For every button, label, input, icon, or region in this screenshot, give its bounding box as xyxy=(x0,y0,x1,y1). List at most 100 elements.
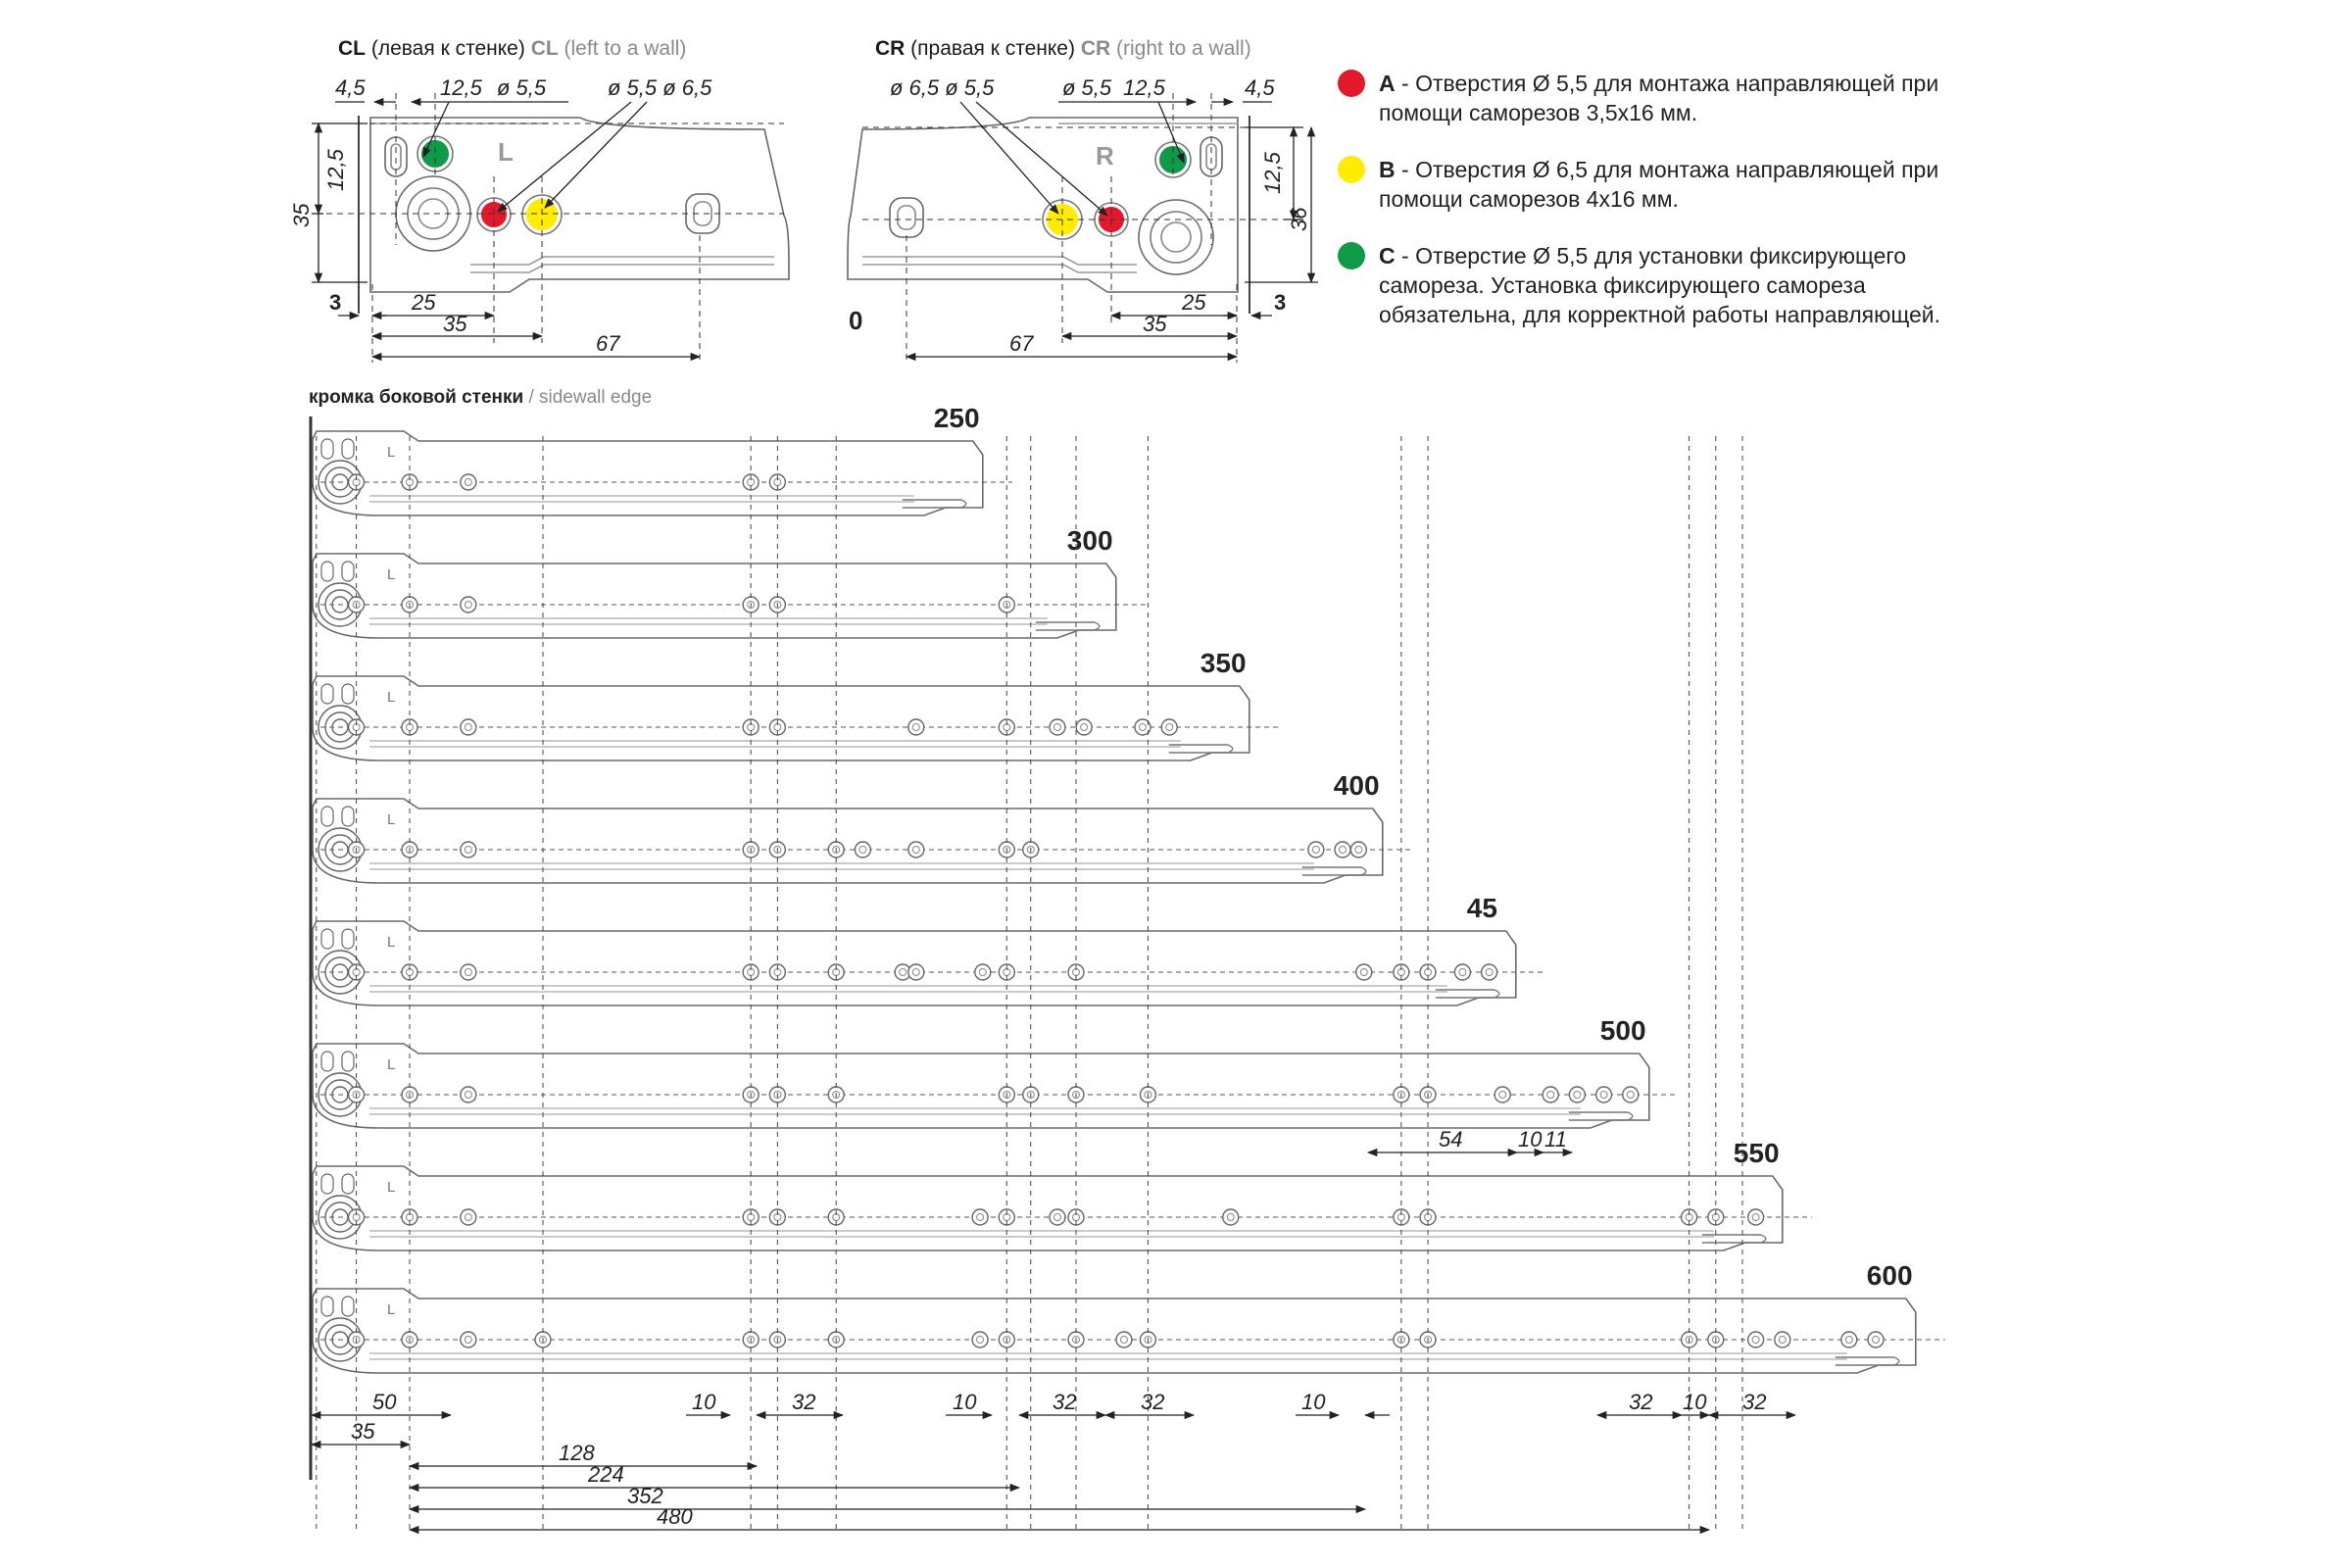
legend-item-a: A - Отверстия Ø 5,5 для монтажа направля… xyxy=(1338,69,1986,127)
rail-outline xyxy=(312,1043,1650,1129)
mount-hole-inner xyxy=(1396,1336,1405,1344)
mount-hole xyxy=(1453,963,1472,981)
mount-hole-inner xyxy=(747,601,756,609)
rail-outline xyxy=(312,675,1250,761)
red-dot-icon xyxy=(1338,70,1365,97)
cr-header-ru: (правая к стенке) xyxy=(905,37,1081,60)
mount-hole xyxy=(1334,841,1351,858)
left-dim-dia-5-5: ø 5,5 xyxy=(497,75,547,100)
rail-end-slot xyxy=(1835,1356,1900,1366)
right-detail-letter: R xyxy=(1096,141,1114,171)
top-slot-hole xyxy=(341,561,355,582)
cl-header: CL (левая к стенке) CL (left to a wall) xyxy=(338,37,686,61)
rail-end-slot xyxy=(902,499,967,509)
mount-hole-inner xyxy=(1003,1336,1011,1344)
dim-352: 352 xyxy=(627,1484,663,1508)
mount-hole-inner xyxy=(1626,1091,1635,1099)
mount-hole xyxy=(1542,1086,1559,1103)
mount-hole-inner xyxy=(976,1336,985,1344)
mount-hole xyxy=(1222,1208,1240,1226)
mount-hole-inner xyxy=(464,1213,472,1221)
top-slot-hole xyxy=(341,928,355,950)
mount-hole-inner xyxy=(1424,1091,1433,1099)
cr-header-en: (right to a wall) xyxy=(1110,37,1251,60)
legend-c-text: - Отверстие Ø 5,5 для установки фиксирую… xyxy=(1379,243,1941,327)
rail-outline xyxy=(312,1288,1917,1374)
rail-450: L 45 xyxy=(312,893,1545,1006)
rail-letter: L xyxy=(387,1179,395,1196)
mount-hole-inner xyxy=(832,1336,841,1344)
mount-hole-inner xyxy=(1053,723,1061,731)
rail-letter: L xyxy=(387,1056,395,1073)
legend-item-b: B - Отверстия Ø 6,5 для монтажа направля… xyxy=(1338,155,1986,214)
mount-hole-inner xyxy=(773,846,782,854)
rail-length-label: 45 xyxy=(1467,893,1497,923)
green-dot-icon xyxy=(1338,242,1365,270)
legend-c-letter: C xyxy=(1379,243,1396,269)
left-dim-12-5-vert: 12,5 xyxy=(323,148,348,191)
rail-length-label: 500 xyxy=(1600,1015,1646,1046)
mount-hole-inner xyxy=(464,478,472,486)
mount-hole-inner xyxy=(406,846,414,854)
mount-hole-inner xyxy=(1226,1213,1235,1221)
rail-length-label: 600 xyxy=(1867,1260,1913,1291)
mount-hole xyxy=(460,841,477,858)
cr-header-code: CR xyxy=(875,37,906,60)
dim-11-500: 11 xyxy=(1544,1127,1567,1152)
mount-hole-inner xyxy=(1003,846,1011,854)
mount-hole xyxy=(460,596,477,613)
mount-hole xyxy=(1049,1208,1066,1226)
mount-hole xyxy=(1594,1086,1613,1103)
mount-hole xyxy=(1075,718,1093,736)
mount-hole-inner xyxy=(1080,723,1089,731)
mount-hole-inner xyxy=(352,1091,361,1099)
mount-hole-inner xyxy=(1119,1336,1128,1344)
mount-hole xyxy=(974,963,992,981)
mount-hole-inner xyxy=(747,1336,756,1344)
rail-500: L 500 xyxy=(312,1015,1679,1129)
dim-50: 50 xyxy=(372,1390,397,1414)
mount-hole-inner xyxy=(352,846,361,854)
top-slot-hole xyxy=(341,1296,355,1317)
rail-end-slot xyxy=(1168,744,1234,754)
dim-10-a: 10 xyxy=(692,1390,716,1414)
rail-groove xyxy=(369,1107,1581,1115)
mount-hole-inner xyxy=(352,601,361,609)
cl-header-code-en: CL xyxy=(530,37,559,60)
cr-header-code-en: CR xyxy=(1080,37,1111,60)
rail-outline xyxy=(312,798,1384,884)
mount-hole xyxy=(1494,1086,1511,1103)
mount-hole xyxy=(460,473,477,491)
rail-letter: L xyxy=(387,811,395,828)
mount-hole-inner xyxy=(1573,1091,1582,1099)
right-dim-12-5-top: 12,5 xyxy=(1123,75,1166,100)
dim-32-c: 32 xyxy=(1141,1390,1164,1414)
mount-hole xyxy=(460,1208,477,1226)
dim-224: 224 xyxy=(587,1462,624,1487)
mount-hole-inner xyxy=(1458,968,1467,976)
mount-hole-inner xyxy=(911,846,920,854)
right-dim-4-5: 4,5 xyxy=(1245,75,1275,100)
edge-label-en: / sidewall edge xyxy=(523,387,653,408)
rail-length-label: 400 xyxy=(1334,770,1380,801)
rail-letter: L xyxy=(387,934,395,951)
mount-hole xyxy=(907,963,925,981)
mount-hole xyxy=(1160,718,1178,736)
mount-hole-inner xyxy=(1485,968,1494,976)
mount-hole-inner xyxy=(1139,723,1147,731)
mount-hole-inner xyxy=(406,601,414,609)
mount-hole xyxy=(1746,1331,1765,1348)
top-slot-hole xyxy=(320,438,334,460)
dim-10-500: 10 xyxy=(1518,1127,1543,1152)
mount-hole-inner xyxy=(1144,1091,1152,1099)
right-detail xyxy=(847,93,1318,363)
rail-outline xyxy=(312,1165,1784,1251)
mount-hole-inner xyxy=(539,1336,547,1344)
mount-hole-inner xyxy=(464,1091,472,1099)
mount-hole-inner xyxy=(911,723,920,731)
mount-hole-inner xyxy=(978,968,987,976)
mount-hole-inner xyxy=(1685,1336,1693,1344)
